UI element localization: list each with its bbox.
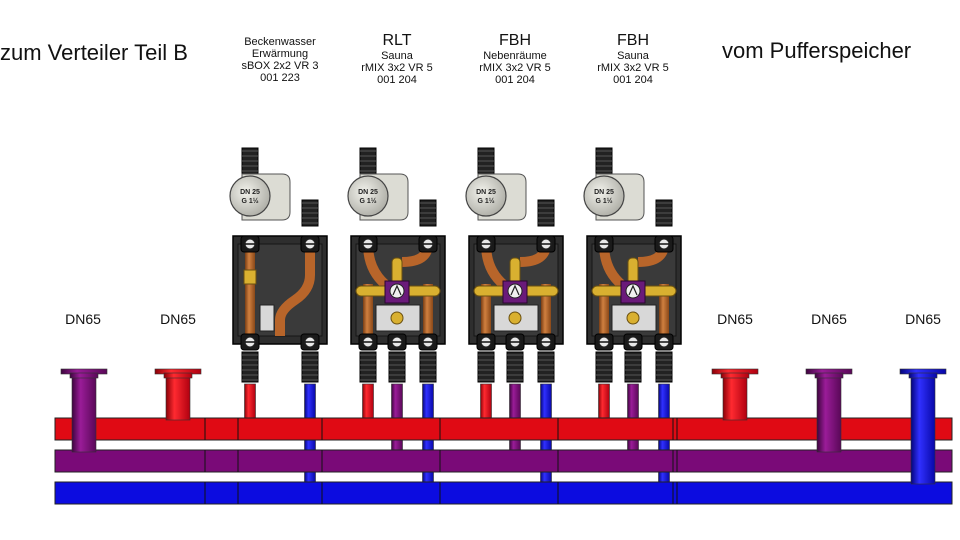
flange-collar [163,372,193,379]
manifold-bar-return [54,481,953,505]
flange-label: DN65 [717,311,753,327]
actuator-dial-mark [510,284,520,296]
actuator-dial-mark [392,284,402,296]
pipe-fitting [359,351,377,383]
brass-bypass [390,311,404,325]
pump-label-thread: G 1½ [241,197,258,205]
circulation-pump: DN 25G 1½ [465,173,527,221]
pipe-fitting [419,351,437,383]
module-title: FBH [499,32,531,49]
pump-module-2: DN 25G 1½ [347,147,446,383]
flange-collar [908,372,938,379]
pump-head [465,175,507,217]
pump-head [583,175,625,217]
left-destination-label: zum Verteiler Teil B [0,40,188,65]
flange-pipe [71,375,97,453]
flange-pipe [910,375,936,485]
flange-pipe [816,375,842,453]
pump-label-size: DN 25 [476,189,496,196]
circulation-pump: DN 25G 1½ [229,173,291,221]
pipe-fitting [624,351,642,383]
pump-label-thread: G 1½ [359,197,376,205]
module-label-1: Beckenwasser Erwärmung sBOX 2x2 VR 3 001… [225,36,335,84]
circulation-pump: DN 25G 1½ [583,173,645,221]
copper-pipe-return [659,284,669,336]
pump-label-size: DN 25 [594,189,614,196]
module-line: Sauna [617,50,649,62]
pump-label-thread: G 1½ [477,197,494,205]
module-line: Sauna [381,50,413,62]
flange-label: DN65 [160,311,196,327]
pump-label-thread: G 1½ [595,197,612,205]
module-label-4: FBH Sauna rMIX 3x2 VR 5 001 204 [578,32,688,86]
brass-bypass [508,311,522,325]
copper-pipe-supply [363,284,373,336]
copper-pipe-return [541,284,551,336]
module-line: Beckenwasser [244,36,316,48]
flange-collar [814,372,844,379]
copper-pipe-return [423,284,433,336]
copper-pipe-supply [245,244,255,336]
pipe-fitting [241,351,259,383]
module-title: RLT [382,32,412,49]
pipe-fitting [477,351,495,383]
pipe-fitting [537,351,555,383]
actuator-dial-mark [628,284,638,296]
brass-fitting [243,269,257,285]
circulation-pump: DN 25G 1½ [347,173,409,221]
copper-pipe-supply [599,284,609,336]
module-line: 001 204 [377,74,417,86]
flange-label: DN65 [811,311,847,327]
flange-pipe [722,375,748,421]
pipe-fitting [595,351,613,383]
flange-pipe [165,375,191,421]
module-line: rMIX 3x2 VR 5 [361,62,433,74]
module-line: Nebenräume [483,50,547,62]
pipe-fitting [655,351,673,383]
module-label-2: RLT Sauna rMIX 3x2 VR 5 001 204 [342,32,452,86]
manifold-bar-supply [54,417,953,441]
module-line: rMIX 3x2 VR 5 [479,62,551,74]
pipe-fitting [301,351,319,383]
module-line: 001 223 [260,72,300,84]
mixer-panel [375,304,421,332]
flange-collar [69,372,99,379]
module-title: FBH [617,32,649,49]
pump-module-4: DN 25G 1½ [583,147,682,383]
module-label-3: FBH Nebenräume rMIX 3x2 VR 5 001 204 [460,32,570,86]
pump-head [347,175,389,217]
right-source-label: vom Pufferspeicher [722,38,912,63]
copper-pipe-supply [481,284,491,336]
pump-head [229,175,271,217]
manifold-bar-mixed [54,449,953,473]
pipe-fitting [388,351,406,383]
pipe-fitting [506,351,524,383]
module-line: 001 204 [495,74,535,86]
module-line: 001 204 [613,74,653,86]
pump-module-3: DN 25G 1½ [465,147,564,383]
pump-label-size: DN 25 [240,189,260,196]
flange-label: DN65 [65,311,101,327]
flange-label: DN65 [905,311,941,327]
pump-label-size: DN 25 [358,189,378,196]
brass-bypass [626,311,640,325]
module-line: rMIX 3x2 VR 5 [597,62,669,74]
flange-collar [720,372,750,379]
thermometer [259,304,275,332]
pump-module-1: DN 25G 1½ [229,147,328,383]
module-line: Erwärmung [251,48,309,60]
module-line: sBOX 2x2 VR 3 [241,60,319,72]
copper-pipe-return [275,244,315,336]
